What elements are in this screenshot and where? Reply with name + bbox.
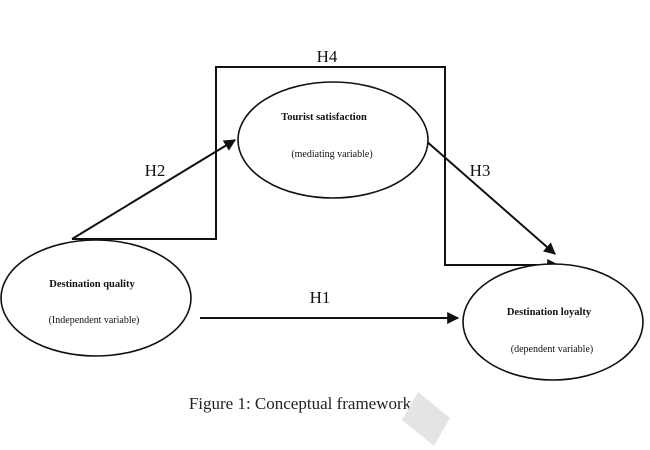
node-destination-loyalty: Destination loyalty (dependent variable) xyxy=(462,263,644,381)
node-destination-loyalty-subtitle: (dependent variable) xyxy=(511,344,593,355)
node-destination-quality: Destination quality (Independent variabl… xyxy=(0,239,192,357)
figure-caption: Figure 1: Conceptual framework xyxy=(189,394,412,413)
node-tourist-satisfaction-shape xyxy=(237,81,429,199)
node-destination-quality-title: Destination quality xyxy=(49,279,135,290)
label-h2: H2 xyxy=(145,161,166,180)
node-tourist-satisfaction: Tourist satisfaction (mediating variable… xyxy=(237,81,429,199)
edge-h2 xyxy=(71,139,237,240)
node-destination-quality-shape xyxy=(0,239,192,357)
node-tourist-satisfaction-title: Tourist satisfaction xyxy=(281,112,367,123)
node-destination-loyalty-title: Destination loyalty xyxy=(507,307,592,318)
watermark-mark xyxy=(402,392,450,446)
label-h1: H1 xyxy=(310,288,331,307)
node-tourist-satisfaction-subtitle: (mediating variable) xyxy=(291,149,372,160)
label-h3: H3 xyxy=(470,161,491,180)
edge-h4 xyxy=(72,66,560,271)
node-destination-loyalty-shape xyxy=(462,263,644,381)
label-h4: H4 xyxy=(317,47,338,66)
edge-h3 xyxy=(424,139,556,255)
node-destination-quality-subtitle: (Independent variable) xyxy=(49,315,140,326)
